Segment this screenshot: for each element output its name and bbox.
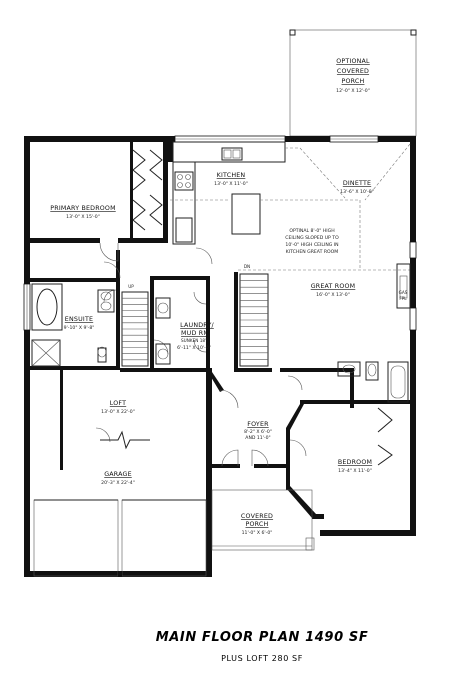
garage-dims: 20'-3" X 22'-4" — [101, 480, 135, 486]
stair-dn-label: DN — [244, 264, 250, 269]
kitchen-fixtures — [172, 141, 286, 245]
ceiling-note-4: KITCHEN GREAT ROOM — [286, 249, 338, 255]
dinette-label: DINETTE — [343, 180, 371, 187]
loft-dims: 13'-0" X 22'-0" — [101, 409, 135, 415]
fireplace — [396, 263, 411, 309]
optional-porch-label-3: PORCH — [342, 78, 365, 85]
fireplace-label-2: FPL — [399, 296, 407, 301]
foyer-dims-2: AND 11'-0" — [245, 435, 270, 441]
foyer-label: FOYER — [247, 421, 269, 428]
covered-porch-label-1: COVERED — [241, 513, 273, 520]
fireplace-label-1: GAS — [399, 290, 408, 295]
optional-porch-dims: 12'-0" X 12'-0" — [336, 88, 370, 94]
loft-label: LOFT — [110, 400, 126, 407]
garage-label: GARAGE — [104, 471, 132, 478]
ensuite-dims: 9'-10" X 9'-8" — [64, 325, 95, 331]
optional-porch-label-1: OPTIONAL — [336, 58, 370, 65]
kitchen-dims: 13'-0" X 11'-0" — [214, 181, 248, 187]
door-swings — [95, 242, 307, 467]
porch-steps — [211, 489, 315, 551]
stairs — [121, 273, 269, 367]
room-labels: OPTIONAL COVERED PORCH 12'-0" X 12'-0" P… — [50, 58, 407, 536]
interior-walls — [30, 142, 410, 519]
ceiling-note-1: OPTINAL 8'-0" HIGH — [289, 228, 334, 234]
kitchen-label: KITCHEN — [217, 172, 246, 179]
plan-subtitle: PLUS LOFT 280 SF — [221, 654, 303, 663]
ensuite-label: ENSUITE — [65, 316, 93, 323]
plan-title: MAIN FLOOR PLAN 1490 SF — [156, 630, 369, 645]
loft-break-line — [100, 430, 150, 450]
ceiling-slope-lines — [170, 143, 411, 271]
garage-doors — [33, 499, 207, 577]
foyer-dims-1: 8'-2" X 6'-0" — [244, 429, 272, 435]
primary-bedroom-dims: 13'-0" X 15'-0" — [66, 214, 100, 220]
covered-porch-dims: 11'-0" X 6'-0" — [242, 530, 273, 536]
exterior-walls — [24, 136, 416, 577]
bedroom-label: BEDROOM — [338, 459, 372, 466]
great-room-dims: 16'-0" X 13'-0" — [316, 292, 350, 298]
ceiling-note-2: CEILING SLOPED UP TO — [285, 235, 339, 241]
primary-bedroom-label: PRIMARY BEDROOM — [50, 205, 115, 212]
ceiling-note-3: 10'-0" HIGH CEILING IN — [285, 242, 338, 248]
closet-doors — [132, 149, 393, 466]
bedroom-dims: 13'-4" X 11'-0" — [338, 468, 372, 474]
ensuite-fixtures — [31, 283, 115, 367]
laundry-label-1: LAUNDRY/ — [180, 322, 214, 329]
bath-fixtures — [337, 361, 409, 403]
great-room-label: GREAT ROOM — [311, 283, 356, 290]
optional-porch-label-2: COVERED — [337, 68, 369, 75]
dinette-dims: 13'-6" X 10'-8" — [340, 189, 374, 195]
stair-up-label: UP — [128, 284, 134, 289]
laundry-label-2: MUD RM — [181, 330, 209, 337]
laundry-fixtures — [155, 297, 171, 365]
laundry-dims: 6'-11" X 10'-0" — [177, 345, 211, 351]
windows — [23, 135, 417, 331]
laundry-note: SUNKEN 18" — [181, 338, 207, 343]
covered-porch-label-2: PORCH — [246, 521, 269, 528]
